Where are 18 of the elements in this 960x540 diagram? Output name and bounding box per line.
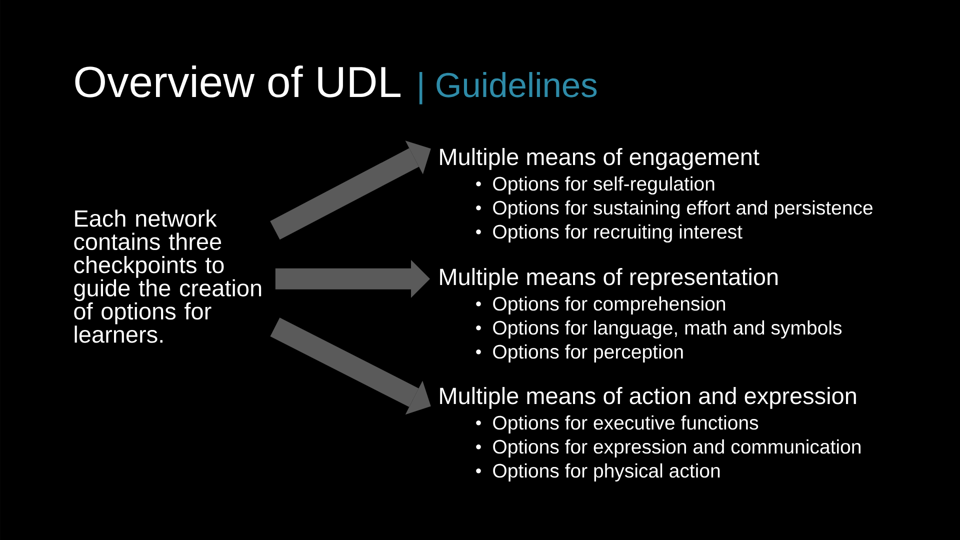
list-item: Options for executive functions	[493, 415, 758, 434]
list-item: Options for perception	[493, 344, 683, 363]
list-item: Options for expression and communication	[493, 439, 860, 458]
slide-title: Overview of UDL	[75, 65, 400, 98]
list-item: Options for sustaining effort and persistence	[493, 200, 872, 219]
list-item: Options for comprehension	[493, 296, 726, 315]
list-item: Options for language, math and symbols	[493, 320, 842, 339]
section-heading: Multiple means of action and expression	[440, 386, 856, 409]
list-item: Options for physical action	[493, 463, 720, 482]
subtitle: | Guidelines	[419, 72, 597, 104]
section-heading: Multiple means of representation	[440, 268, 778, 290]
list-item: Options for recruiting interest	[493, 224, 742, 243]
section-heading: Multiple means of engagement	[440, 148, 760, 170]
body-text: Each network contains three checkpoints to guide the creation of options for learners.	[74, 210, 262, 343]
list-item: Options for self-regulation	[493, 176, 714, 195]
block-arrow	[270, 318, 431, 415]
block-arrow	[275, 260, 430, 298]
block-arrow	[270, 140, 431, 240]
